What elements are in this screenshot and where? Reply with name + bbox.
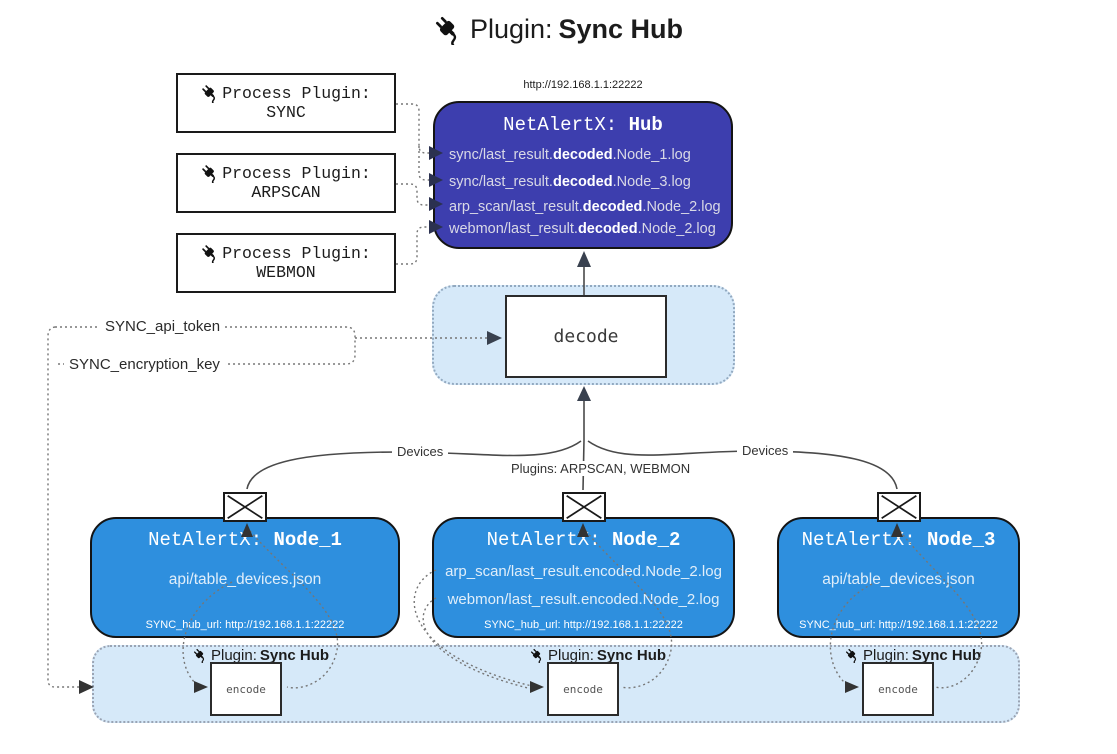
encode-box: encode: [862, 662, 934, 716]
node-hub-url: SYNC_hub_url: http://192.168.1.1:22222: [484, 619, 683, 631]
process-plugin-arpscan: Process Plugin: ARPSCAN: [176, 153, 396, 213]
process-plugin-sync: Process Plugin: SYNC: [176, 73, 396, 133]
node-file: webmon/last_result.encoded.Node_2.log: [447, 591, 720, 608]
decode-box: decode: [505, 295, 667, 378]
page-title: Plugin: Sync Hub: [0, 14, 1117, 45]
plug-icon: [845, 648, 860, 663]
hub-log-line: webmon/last_result.decoded.Node_2.log: [449, 221, 716, 237]
devices-label-left: Devices: [392, 444, 449, 459]
sync-encryption-key-label: SYNC_encryption_key: [64, 356, 225, 373]
plugins-label-center: Plugins: ARPSCAN, WEBMON: [506, 461, 696, 476]
process-plugin-name: SYNC: [266, 103, 306, 122]
node-file: arp_scan/last_result.encoded.Node_2.log: [445, 563, 722, 580]
process-plugin-label: Process Plugin:: [222, 164, 371, 183]
process-plugin-label: Process Plugin:: [222, 84, 371, 103]
node-hub-url: SYNC_hub_url: http://192.168.1.1:22222: [799, 619, 998, 631]
hub-title: NetAlertX: Hub: [503, 114, 663, 136]
plug-icon: [530, 648, 545, 663]
devices-label-right: Devices: [737, 443, 794, 458]
mail-icon: [223, 492, 267, 522]
process-plugin-name: ARPSCAN: [251, 183, 321, 202]
node-file: api/table_devices.json: [168, 571, 322, 588]
sync-api-token-label: SYNC_api_token: [100, 318, 226, 335]
node-1-box: NetAlertX: Node_1 api/table_devices.json…: [90, 492, 400, 638]
plug-icon: [201, 244, 220, 263]
hub-log-line: sync/last_result.decoded.Node_3.log: [449, 174, 691, 190]
plug-icon: [193, 648, 208, 663]
node-title: NetAlertX: Node_1: [148, 529, 342, 551]
encode-box: encode: [210, 662, 282, 716]
plug-icon: [201, 84, 220, 103]
title-label: Plugin:: [469, 14, 553, 44]
plug-icon: [201, 164, 220, 183]
encode-box: encode: [547, 662, 619, 716]
node-file: api/table_devices.json: [822, 571, 975, 588]
node-title: NetAlertX: Node_3: [801, 529, 996, 551]
mail-icon: [876, 492, 921, 522]
mail-icon: [561, 492, 606, 522]
title-name: Sync Hub: [558, 14, 684, 44]
process-plugin-label: Process Plugin:: [222, 244, 371, 263]
node-hub-url: SYNC_hub_url: http://192.168.1.1:22222: [145, 619, 345, 631]
hub-log-line: arp_scan/last_result.decoded.Node_2.log: [449, 199, 721, 215]
node-title: NetAlertX: Node_2: [486, 529, 681, 551]
hub-url: http://192.168.1.1:22222: [523, 79, 643, 91]
node-2-box: NetAlertX: Node_2 arp_scan/last_result.e…: [432, 492, 735, 638]
process-plugin-name: WEBMON: [256, 263, 316, 282]
hub-log-line: sync/last_result.decoded.Node_1.log: [449, 147, 691, 163]
plug-icon: [434, 15, 464, 45]
node-3-box: NetAlertX: Node_3 api/table_devices.json…: [777, 492, 1020, 638]
hub-box: NetAlertX: Hub sync/last_result.decoded.…: [433, 101, 733, 249]
process-plugin-webmon: Process Plugin: WEBMON: [176, 233, 396, 293]
